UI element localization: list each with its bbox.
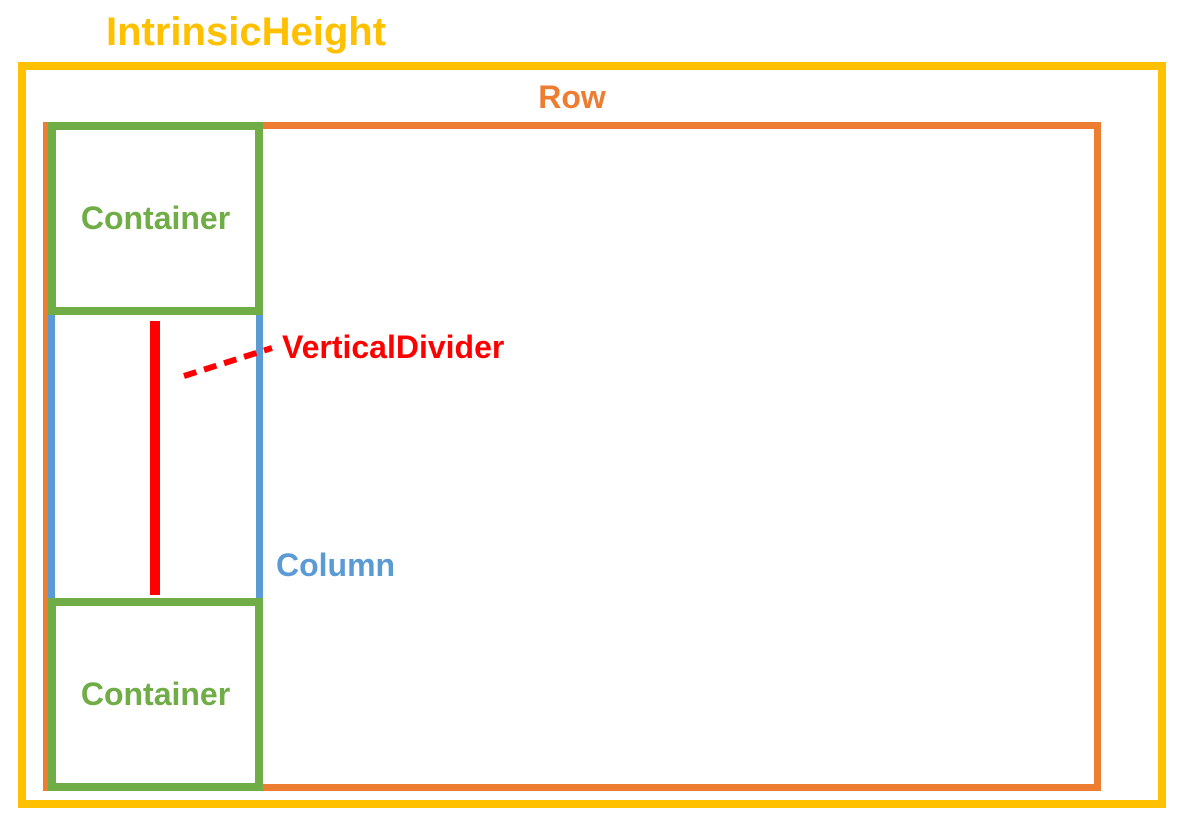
container-box-bottom: Container: [48, 598, 263, 791]
row-label: Row: [538, 79, 606, 115]
row-box: [43, 122, 1101, 791]
container-label-bottom: Container: [80, 676, 231, 712]
vertical-divider-label: VerticalDivider: [282, 329, 505, 365]
intrinsic-height-box: [18, 62, 1166, 808]
container-label-top: Container: [80, 200, 231, 236]
intrinsic-height-title: IntrinsicHeight: [106, 10, 387, 54]
container-box-top: Container: [48, 122, 263, 315]
column-label: Column: [276, 547, 396, 583]
vertical-divider-line: [150, 321, 160, 595]
